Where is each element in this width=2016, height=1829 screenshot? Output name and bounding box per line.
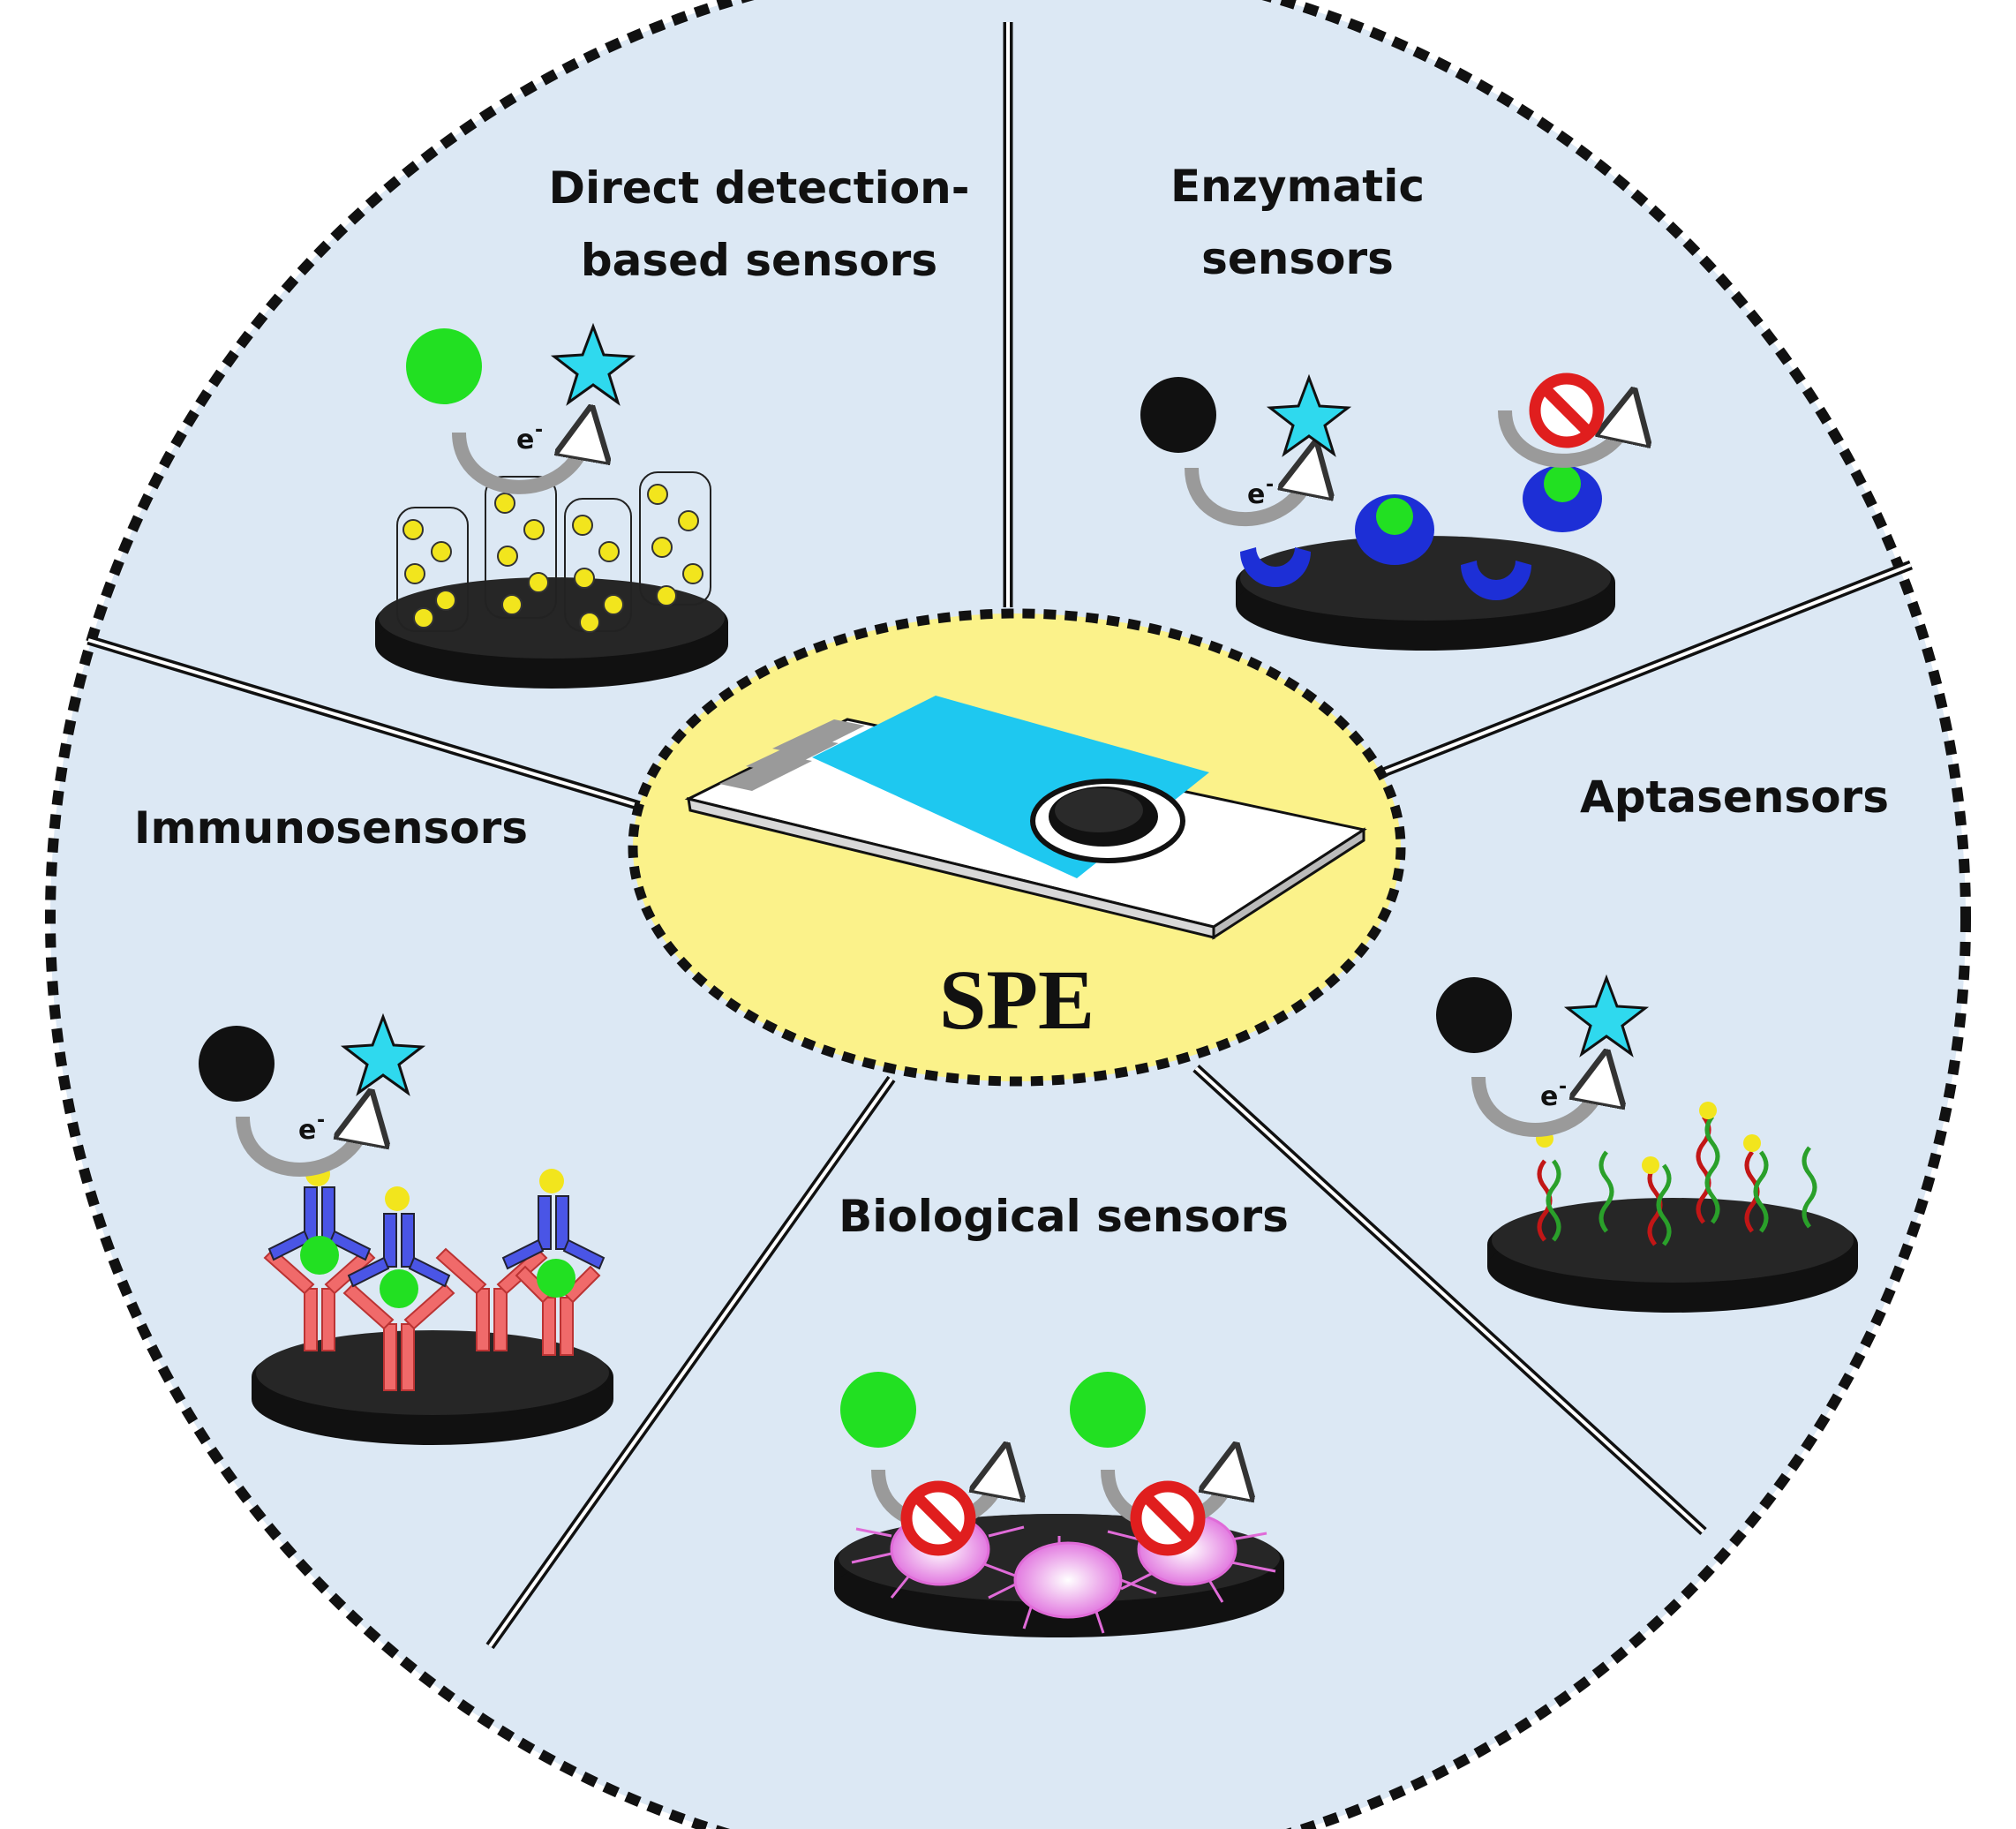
analyte-sphere-icon <box>1070 1372 1146 1448</box>
inhibition-icon <box>900 1480 1206 1556</box>
section-label-immuno: Immunosensors <box>134 802 528 854</box>
enzymatic-electrode: e - <box>1140 373 1629 651</box>
section-label-enzymatic-line2: sensors <box>1201 233 1394 284</box>
svg-text:e: e <box>516 425 534 455</box>
electron-arrow-icon <box>1185 468 1311 527</box>
section-label-direct-line2: based sensors <box>581 235 937 286</box>
svg-text:e: e <box>1540 1081 1558 1112</box>
svg-text:-: - <box>1266 474 1274 496</box>
analyte-sphere-icon <box>1140 377 1216 453</box>
direct-electrode: e - <box>375 322 728 689</box>
aptamer-icon <box>1537 1115 1817 1246</box>
star-product-icon <box>1563 974 1650 1058</box>
star-product-icon <box>1266 373 1352 457</box>
analyte-sphere-icon <box>406 328 482 404</box>
center-label: SPE <box>939 952 1095 1047</box>
immuno-electrode: e - <box>199 1012 613 1445</box>
svg-text:-: - <box>1559 1076 1567 1098</box>
svg-text:-: - <box>317 1110 325 1132</box>
screen-printed-electrode-icon <box>684 696 1367 940</box>
electron-arrow-icon <box>236 1117 366 1177</box>
analyte-sphere-icon <box>1436 977 1512 1053</box>
section-label-direct-line1: Direct detection- <box>548 162 969 214</box>
electron-arrow-icon <box>1471 1077 1602 1137</box>
biological-electrode <box>834 1372 1284 1637</box>
star-product-icon <box>340 1012 426 1096</box>
svg-text:e: e <box>1247 479 1265 510</box>
svg-text:e: e <box>298 1115 316 1146</box>
svg-text:-: - <box>535 419 543 441</box>
apta-electrode: e - <box>1436 974 1858 1313</box>
electron-arrow-icon <box>452 433 587 494</box>
analyte-sphere-icon <box>199 1026 275 1102</box>
analyte-sphere-icon <box>840 1372 916 1448</box>
section-label-enzymatic-line1: Enzymatic <box>1170 161 1425 212</box>
enzyme-icon <box>1240 465 1602 600</box>
nanotube-icon <box>396 471 711 633</box>
inhibition-icon <box>1529 373 1605 448</box>
section-label-biological: Biological sensors <box>839 1191 1289 1242</box>
star-product-icon <box>550 322 636 406</box>
bacterial-cell-icon <box>851 1525 1276 1634</box>
antibody-icon <box>263 1162 606 1391</box>
section-label-apta: Aptasensors <box>1580 771 1889 823</box>
